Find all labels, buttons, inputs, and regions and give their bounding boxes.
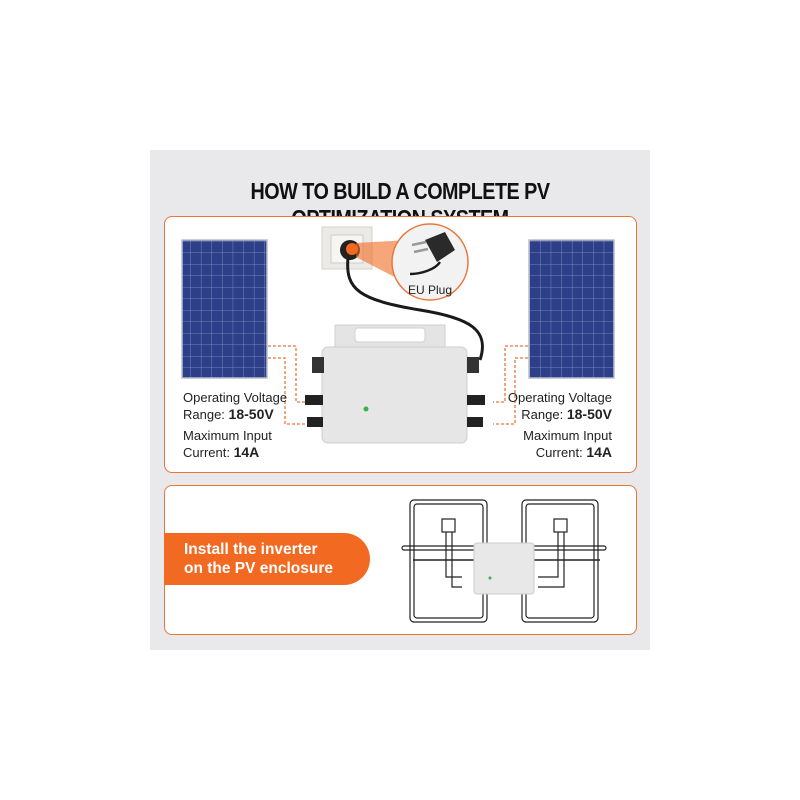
solar-panel-right [528,239,615,379]
dc-wire-dashes [268,345,528,425]
left-current-spec: Maximum Input Current: 14A [183,427,272,461]
range-label: Range: [521,407,564,422]
install-text-line2: on the PV enclosure [184,560,334,577]
install-text-line1: Install the inverter [184,541,318,558]
current-label-2: Current: [535,445,583,460]
microinverter [305,324,485,444]
right-current-spec: Maximum Input Current: 14A [523,427,612,461]
ac-cable [346,257,484,361]
voltage-label: Operating Voltage [507,390,612,405]
range-label: Range: [183,407,225,422]
solar-panel-left [181,239,268,379]
install-instruction-banner: Install the inverter on the PV enclosure [164,533,370,585]
current-label: Maximum Input [183,428,272,443]
current-value: 14A [586,444,612,460]
eu-plug-label: EU Plug [408,283,453,297]
left-voltage-spec: Operating Voltage Range: 18-50V [183,389,287,423]
current-value: 14A [233,444,260,460]
range-value: 18-50V [566,406,612,422]
current-label: Maximum Input [523,428,612,443]
current-label-2: Current: [183,445,230,460]
eu-plug-callout [391,223,469,301]
range-value: 18-50V [228,406,274,422]
voltage-label: Operating Voltage [183,390,288,405]
right-voltage-spec: Operating Voltage Range: 18-50V [508,389,612,423]
mounted-inverter [473,542,535,595]
